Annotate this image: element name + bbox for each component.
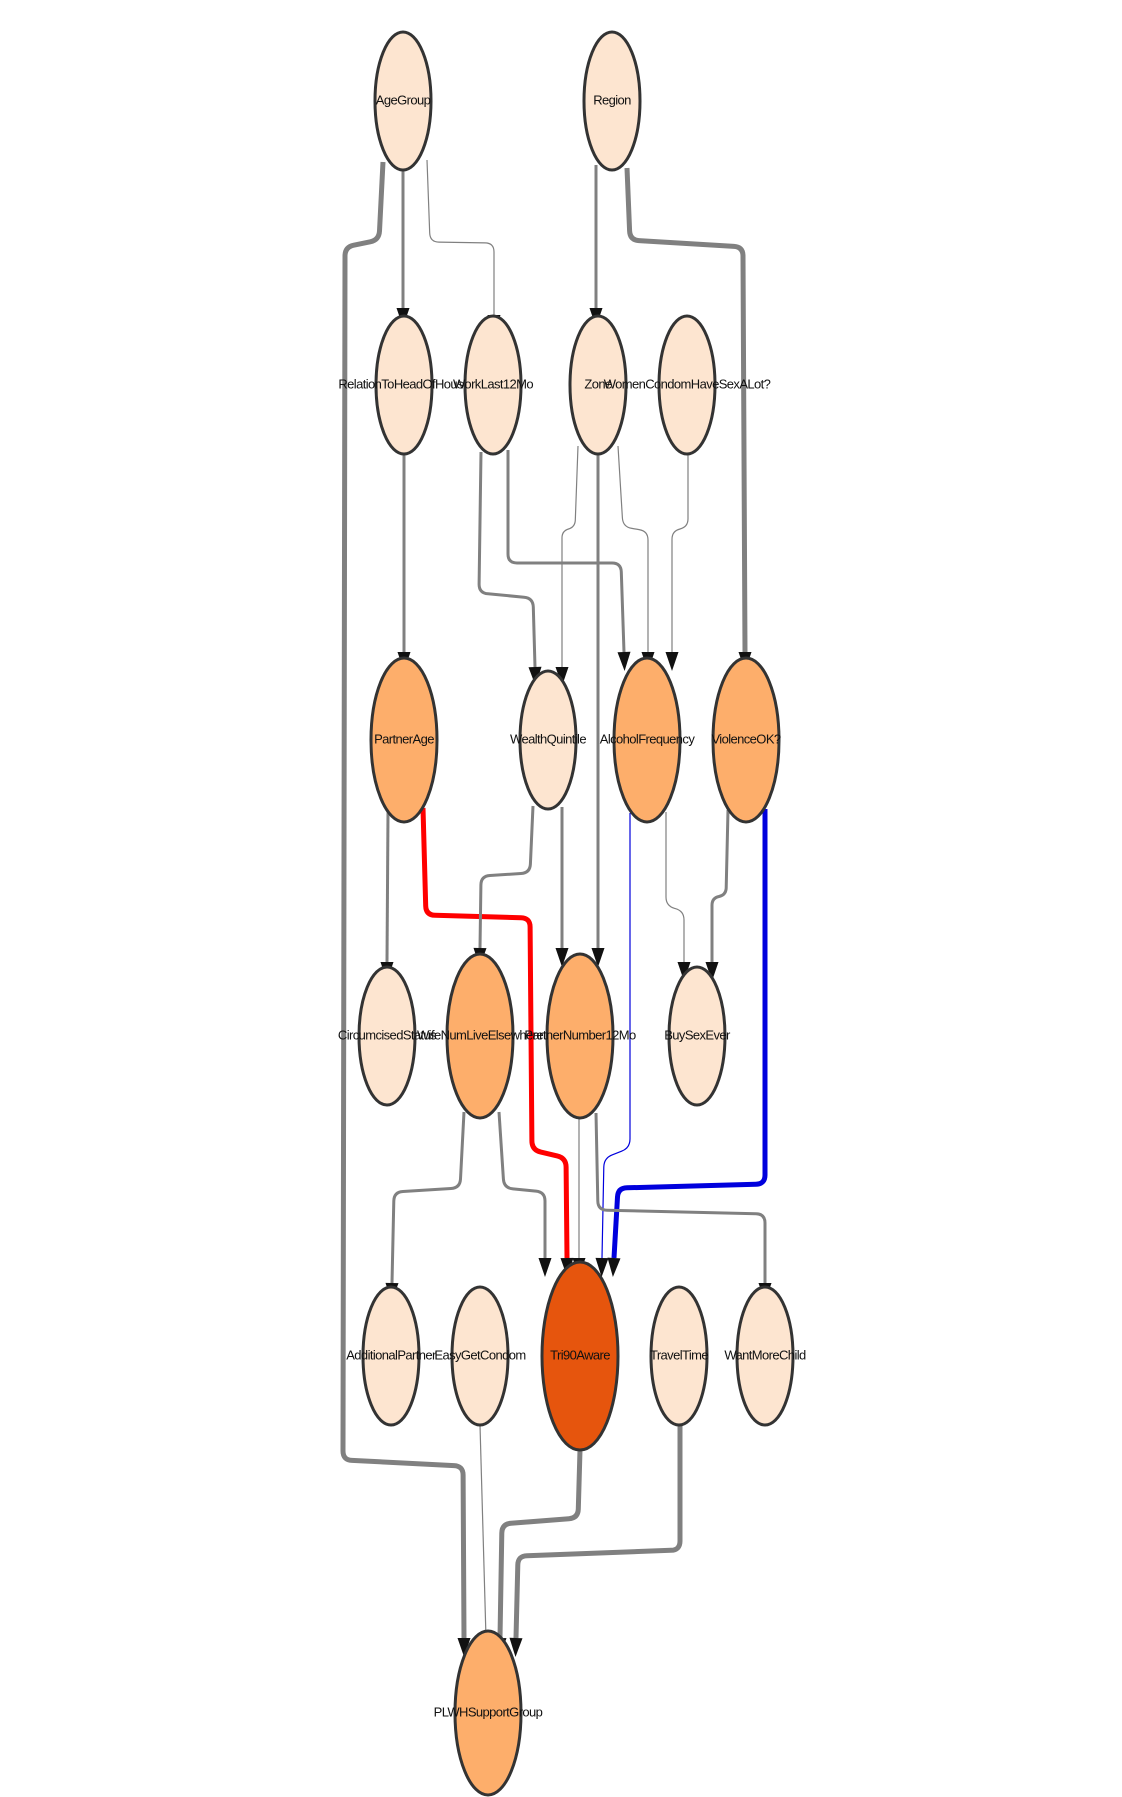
node-women-condom-have-sex-a-lot[interactable]: WomenCondomHaveSexALot?: [604, 314, 771, 456]
node-ellipse: [612, 656, 682, 824]
node-want-more-child[interactable]: WantMoreChild: [724, 1285, 807, 1427]
arrowhead-icon: [457, 1638, 471, 1657]
node-partner-number12-mo[interactable]: PartnerNumber12Mo: [524, 952, 637, 1120]
node-ellipse: [518, 669, 578, 811]
node-label: AlcoholFrequency: [600, 731, 696, 746]
node-age-group[interactable]: AgeGroup: [373, 30, 433, 172]
node-ellipse: [453, 1629, 523, 1797]
arrowhead-icon: [595, 1257, 609, 1277]
arrowhead-icon: [555, 948, 569, 967]
node-zone[interactable]: Zone: [568, 314, 628, 456]
arrowhead-icon: [677, 962, 691, 981]
arrowhead-icon: [607, 1257, 621, 1277]
node-label: RelationToHeadOfHouse: [338, 376, 470, 391]
node-ellipse: [361, 1285, 421, 1427]
edge-partner-age-to-tri90-aware: [420, 807, 570, 1259]
node-label: WomenCondomHaveSexALot?: [604, 376, 771, 391]
node-circumcised-status[interactable]: CircumcisedStatus: [338, 965, 438, 1107]
edge-partner-number12-mo-to-want-more-child: [594, 1112, 767, 1283]
node-label: Tri90Aware: [550, 1347, 610, 1362]
node-label: WifeNumLiveElsewhere: [417, 1027, 543, 1042]
edge-layer: [340, 159, 768, 1639]
node-ellipse: [735, 1285, 795, 1427]
node-ellipse: [373, 30, 433, 172]
node-alcohol-frequency[interactable]: AlcoholFrequency: [600, 656, 696, 824]
node-violence-ok[interactable]: ViolenceOK?: [711, 656, 781, 824]
node-ellipse: [649, 1285, 709, 1427]
edge-alcohol-frequency-to-tri90-aware: [601, 813, 631, 1259]
node-label: Region: [593, 92, 631, 107]
node-ellipse: [357, 965, 417, 1107]
edge-easy-get-condom-to-plwh-support-group: [479, 1424, 487, 1639]
node-label: TravelTime: [650, 1347, 708, 1362]
node-ellipse: [463, 314, 523, 456]
node-label: AdditionalPartner: [346, 1347, 437, 1362]
edge-region-to-violence-ok: [624, 167, 748, 653]
edge-work-last12-mo-to-wealth-quintile: [477, 451, 537, 668]
node-ellipse: [540, 1260, 620, 1452]
node-ellipse: [667, 965, 727, 1107]
node-label: AgeGroup: [376, 92, 431, 107]
edge-tri90-aware-to-plwh-support-group: [497, 1449, 583, 1639]
node-layer: AgeGroup RegionRelationToHeadOfHouseWorkL…: [338, 30, 807, 1797]
arrowhead-icon: [555, 667, 569, 686]
node-ellipse: [582, 30, 642, 172]
node-label: EasyGetCondom: [434, 1347, 525, 1362]
node-label: WantMoreChild: [724, 1347, 806, 1362]
edge-women-condom-have-sex-a-lot-to-alcohol-frequency: [671, 454, 689, 652]
node-ellipse: [657, 314, 717, 456]
node-label: CircumcisedStatus: [338, 1027, 437, 1042]
node-label: PartnerNumber12Mo: [524, 1027, 636, 1042]
node-ellipse: [545, 952, 615, 1120]
node-ellipse: [711, 656, 781, 824]
node-relation-to-head-of-house[interactable]: RelationToHeadOfHouse: [338, 314, 471, 456]
edge-violence-ok-to-tri90-aware: [611, 809, 768, 1259]
node-label: PartnerAge: [374, 731, 434, 746]
node-wife-num-live-elsewhere[interactable]: WifeNumLiveElsewhere: [417, 952, 544, 1120]
node-label: Zone: [584, 376, 612, 391]
edge-zone-to-alcohol-frequency: [617, 445, 649, 652]
node-ellipse: [374, 314, 434, 456]
edge-work-last12-mo-to-alcohol-frequency: [506, 450, 626, 653]
node-label: BuySexEver: [664, 1027, 731, 1042]
node-easy-get-condom[interactable]: EasyGetCondom: [434, 1285, 526, 1427]
arrowhead-icon: [665, 652, 679, 671]
node-tri90-aware[interactable]: Tri90Aware: [540, 1260, 620, 1452]
edge-wealth-quintile-to-wife-num-live-elsewhere: [478, 805, 535, 949]
node-ellipse: [369, 656, 439, 824]
node-label: ViolenceOK?: [711, 731, 780, 746]
node-ellipse: [450, 1285, 510, 1427]
arrowhead-icon: [509, 1637, 523, 1657]
edge-wife-num-live-elsewhere-to-additional-partner: [390, 1111, 466, 1284]
node-region[interactable]: Region: [582, 30, 642, 172]
node-label: WorkLast12Mo: [453, 376, 533, 391]
node-label: WealthQuintile: [510, 731, 586, 746]
edge-wife-num-live-elsewhere-to-tri90-aware: [497, 1111, 547, 1258]
edge-age-group-to-work-last12-mo: [426, 159, 495, 315]
node-ellipse: [445, 952, 515, 1120]
edge-zone-to-wealth-quintile: [561, 445, 579, 667]
edge-travel-time-to-plwh-support-group: [513, 1425, 683, 1639]
edge-alcohol-frequency-to-buy-sex-ever: [665, 812, 685, 962]
node-additional-partner[interactable]: AdditionalPartner: [346, 1285, 438, 1427]
node-partner-age[interactable]: PartnerAge: [369, 656, 439, 824]
arrowhead-icon: [538, 1258, 552, 1277]
node-plwh-support-group[interactable]: PLWHSupportGroup: [434, 1629, 543, 1797]
node-ellipse: [568, 314, 628, 456]
node-wealth-quintile[interactable]: WealthQuintile: [510, 669, 587, 811]
edge-partner-age-to-circumcised-status: [385, 811, 390, 963]
edge-age-group-to-plwh-support-group: [340, 161, 467, 1639]
arrowhead-icon: [705, 962, 719, 981]
node-label: PLWHSupportGroup: [434, 1704, 543, 1719]
node-travel-time[interactable]: TravelTime: [649, 1285, 709, 1427]
node-buy-sex-ever[interactable]: BuySexEver: [664, 965, 732, 1107]
arrowhead-icon: [591, 948, 605, 967]
arrowhead-icon: [617, 651, 631, 671]
node-work-last12-mo[interactable]: WorkLast12Mo: [453, 314, 534, 456]
edge-violence-ok-to-buy-sex-ever: [710, 809, 730, 962]
